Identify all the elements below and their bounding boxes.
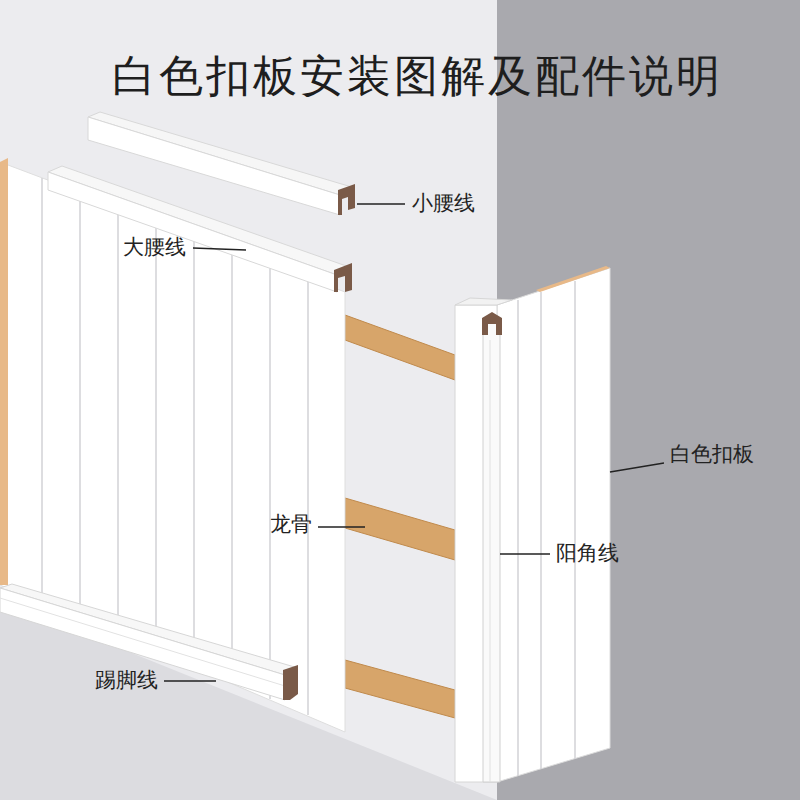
outer-corner-profile (482, 312, 502, 335)
small-waist-line-face (88, 117, 340, 215)
small-waist-profile (338, 184, 355, 215)
skirting-top (0, 584, 298, 675)
white-panel-right (497, 268, 610, 782)
part-label: 阳角线 (556, 542, 619, 565)
part-label: 龙骨 (270, 513, 312, 536)
outer-corner-line (483, 322, 500, 782)
panel-grooves-right (518, 281, 575, 776)
right-wall (497, 0, 800, 800)
outer-corner-groove (490, 340, 491, 782)
part-label: 踢脚线 (95, 669, 158, 692)
part-label: 白色扣板 (670, 443, 754, 466)
small-waist-line (88, 112, 355, 195)
outer-corner-top (455, 298, 512, 305)
leader-lines (164, 204, 664, 681)
panel-top-edge (536, 266, 610, 292)
skirting-profile (283, 665, 298, 700)
part-label: 大腰线 (123, 236, 186, 259)
part-label: 小腰线 (412, 192, 475, 215)
big-waist-profile (334, 263, 352, 292)
skirting-line (0, 588, 285, 700)
diagram-title: 白色扣板安装图解及配件说明 (112, 52, 723, 100)
battens (345, 315, 455, 718)
panel-edge (0, 158, 8, 585)
